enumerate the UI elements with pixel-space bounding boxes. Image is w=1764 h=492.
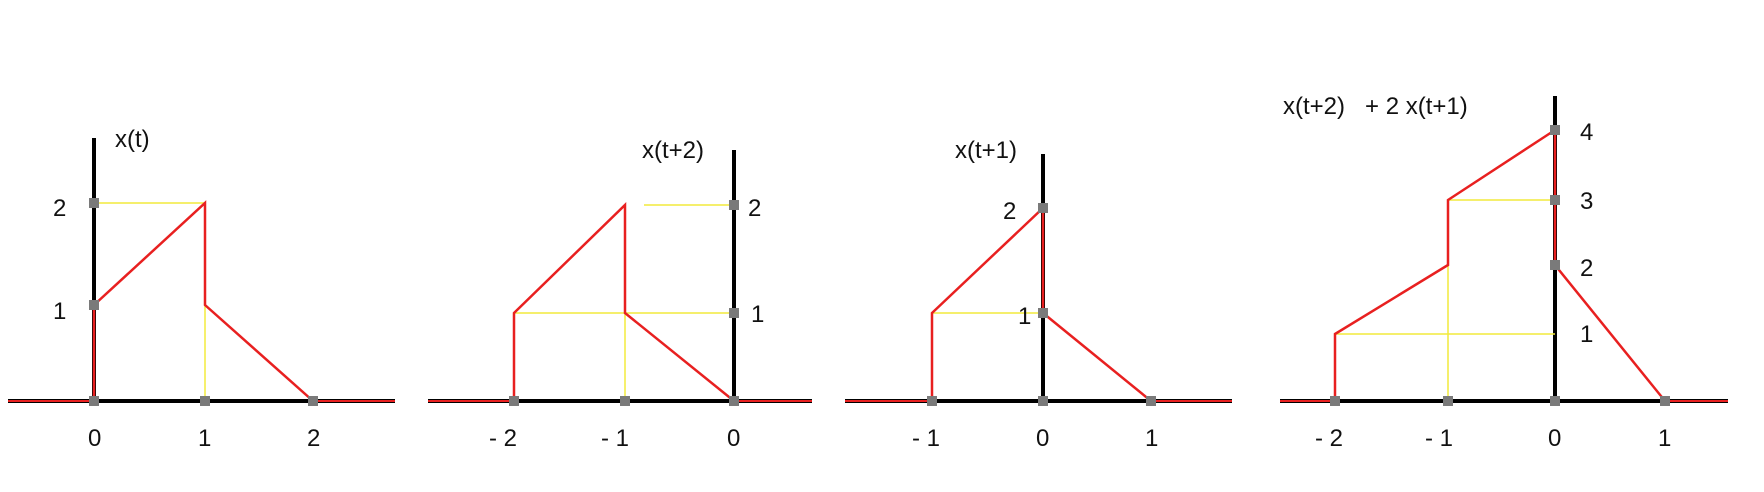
point-marker	[89, 300, 99, 310]
plot-title: x(t+2) + 2 x(t+1)	[1283, 93, 1468, 120]
point-marker	[1146, 396, 1156, 406]
y-tick-label: 2	[53, 195, 66, 222]
signal-trace	[92, 200, 314, 402]
x-tick-label: 1	[198, 425, 211, 452]
panel-x-t-plus-2: x(t+2) 1 2 - 2 - 1 0	[428, 137, 812, 452]
point-marker	[1550, 195, 1560, 205]
point-marker	[1038, 203, 1048, 213]
point-marker	[1550, 396, 1560, 406]
point-marker	[729, 308, 739, 318]
y-tick-label: 1	[53, 298, 66, 325]
point-marker	[1550, 260, 1560, 270]
point-marker	[620, 396, 630, 406]
point-marker	[1038, 396, 1048, 406]
x-tick-label: 1	[1145, 425, 1158, 452]
x-tick-label: 0	[1036, 425, 1049, 452]
panel-sum: x(t+2) + 2 x(t+1) 1 2 3 4 - 2 - 1 0 1	[1280, 93, 1728, 452]
point-marker	[89, 198, 99, 208]
x-tick-label: - 1	[601, 425, 629, 452]
point-marker	[1038, 308, 1048, 318]
panel-x-t-plus-1: x(t+1) 1 2 - 1 0 1	[845, 137, 1232, 452]
y-tick-label: 2	[1580, 255, 1593, 282]
point-marker	[200, 396, 210, 406]
y-tick-label: 1	[1018, 303, 1031, 330]
plot-title: x(t+2)	[642, 137, 704, 164]
point-marker	[89, 396, 99, 406]
x-tick-label: 0	[88, 425, 101, 452]
point-marker	[927, 396, 937, 406]
point-marker	[1330, 396, 1340, 406]
plot-title: x(t)	[115, 126, 150, 153]
y-tick-label: 1	[751, 301, 764, 328]
point-marker	[1660, 396, 1670, 406]
x-tick-label: - 2	[1315, 425, 1343, 452]
x-tick-label: 1	[1658, 425, 1671, 452]
signal-trace	[512, 202, 735, 402]
point-marker	[729, 396, 739, 406]
y-tick-label: 4	[1580, 119, 1593, 146]
y-tick-label: 2	[748, 195, 761, 222]
x-tick-label: - 2	[489, 425, 517, 452]
point-marker	[1550, 125, 1560, 135]
x-tick-label: 2	[307, 425, 320, 452]
point-marker	[308, 396, 318, 406]
y-tick-label: 3	[1580, 188, 1593, 215]
panel-x-t: x(t) 1 2 0 1 2	[8, 126, 395, 452]
plot-title: x(t+1)	[955, 137, 1017, 164]
point-marker	[509, 396, 519, 406]
y-tick-label: 1	[1580, 321, 1593, 348]
point-marker	[1443, 396, 1453, 406]
point-marker	[729, 200, 739, 210]
x-tick-label: - 1	[1425, 425, 1453, 452]
y-tick-label: 2	[1003, 198, 1016, 225]
x-tick-label: 0	[1548, 425, 1561, 452]
x-tick-label: 0	[727, 425, 740, 452]
signal-trace	[1333, 127, 1666, 402]
x-tick-label: - 1	[912, 425, 940, 452]
